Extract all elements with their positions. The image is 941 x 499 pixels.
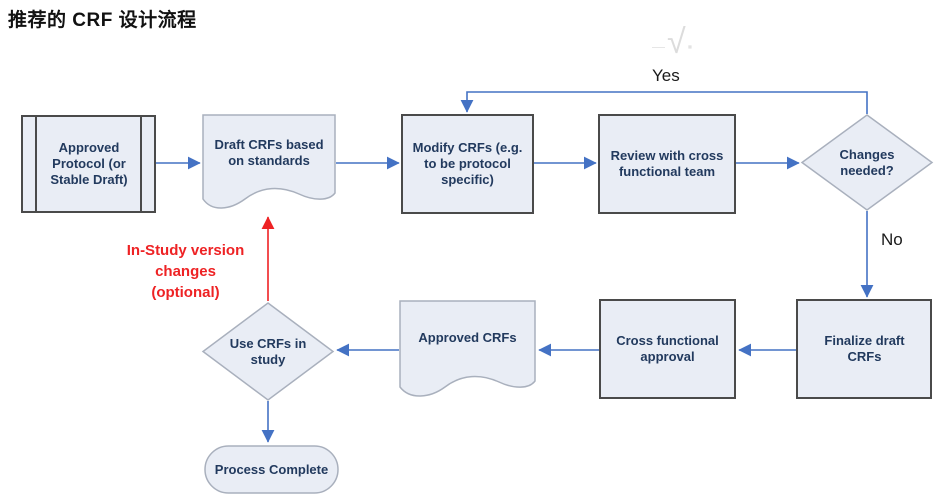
shape-approved-protocol <box>21 115 156 213</box>
annotation-line: In-Study version <box>126 242 245 259</box>
arrow-yes-loop <box>460 91 868 114</box>
annotation-line: changes <box>155 263 216 280</box>
label-draft-crfs: Draft CRFs based on standards <box>214 137 324 168</box>
label-finalize-draft: Finalize draft CRFs <box>824 333 905 364</box>
label-review-team: Review with cross functional team <box>610 148 724 179</box>
shape-finalize-draft <box>796 299 932 399</box>
watermark-dot: ▪ <box>687 39 693 54</box>
in-study-annotation: In-Study version changes (optional) <box>98 240 273 303</box>
label-approved-protocol: Approved Protocol (or Stable Draft) <box>50 140 128 187</box>
watermark-dash: — <box>652 39 665 54</box>
shape-use-crfs-diamond <box>201 302 335 401</box>
shape-draft-crfs-document <box>202 114 336 209</box>
edge-label-no: No <box>881 230 903 249</box>
annotation-line: (optional) <box>151 284 220 301</box>
shape-review-team <box>598 114 736 214</box>
watermark-check-glyph: √ <box>667 23 686 61</box>
shape-process-complete-terminator <box>204 445 339 494</box>
label-modify-crfs: Modify CRFs (e.g. to be protocol specifi… <box>412 140 523 187</box>
shape-changes-needed-diamond <box>800 114 934 211</box>
edge-label-yes: Yes <box>652 66 680 85</box>
label-cross-approval: Cross functional approval <box>616 333 719 364</box>
shape-cross-approval <box>599 299 736 399</box>
label-process-complete: Process Complete <box>214 461 329 477</box>
check-watermark-icon: — √ ▪ <box>650 20 694 64</box>
shape-approved-crfs-document <box>399 300 536 397</box>
label-changes-needed: Changes needed? <box>839 146 895 178</box>
label-approved-crfs: Approved CRFs <box>418 330 517 345</box>
shape-modify-crfs <box>401 114 534 214</box>
page-title: 推荐的 CRF 设计流程 <box>8 10 197 31</box>
label-use-crfs: Use CRFs in study <box>229 335 307 367</box>
